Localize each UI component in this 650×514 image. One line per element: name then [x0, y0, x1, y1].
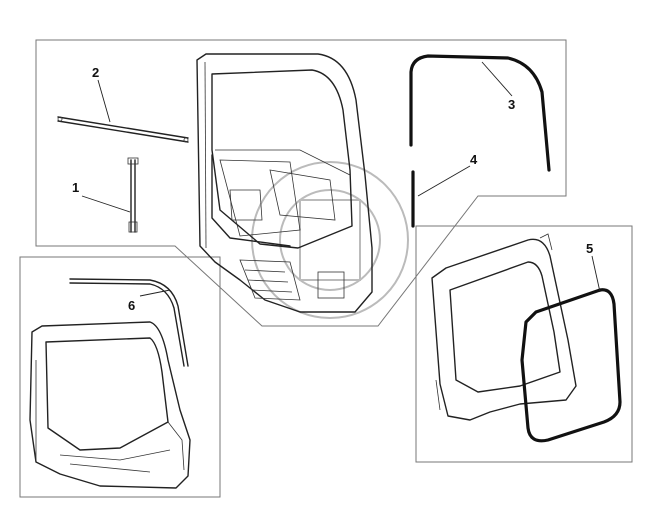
left-door-frame: [29, 321, 191, 489]
leader-6: [139, 289, 171, 297]
callout-2: 2: [92, 65, 99, 80]
leader-5: [591, 255, 601, 293]
callout-4: 4: [470, 152, 478, 167]
part-1-channel-bracket: [127, 157, 139, 233]
right-panel-frame: [415, 225, 633, 463]
part-6-roof-seal-inner: [69, 282, 185, 367]
part-2-belt-rail: [57, 116, 189, 143]
left-panel-frame: [19, 256, 221, 498]
main-door-assembly: [196, 53, 373, 313]
callout-3: 3: [508, 97, 515, 112]
callout-1: 1: [72, 180, 79, 195]
leader-1: [81, 195, 131, 213]
right-door-frame: [431, 233, 577, 421]
top-panel-frame: [35, 39, 567, 327]
part-5-door-seal: [520, 288, 622, 443]
callout-5: 5: [586, 241, 593, 256]
watermark-logo: [251, 161, 409, 319]
part-3-window-seal: [409, 54, 551, 172]
leader-2: [97, 79, 111, 123]
leader-3: [481, 61, 513, 97]
part-6-roof-seal: [69, 278, 189, 367]
leader-4: [417, 165, 471, 197]
callout-6: 6: [128, 298, 135, 313]
